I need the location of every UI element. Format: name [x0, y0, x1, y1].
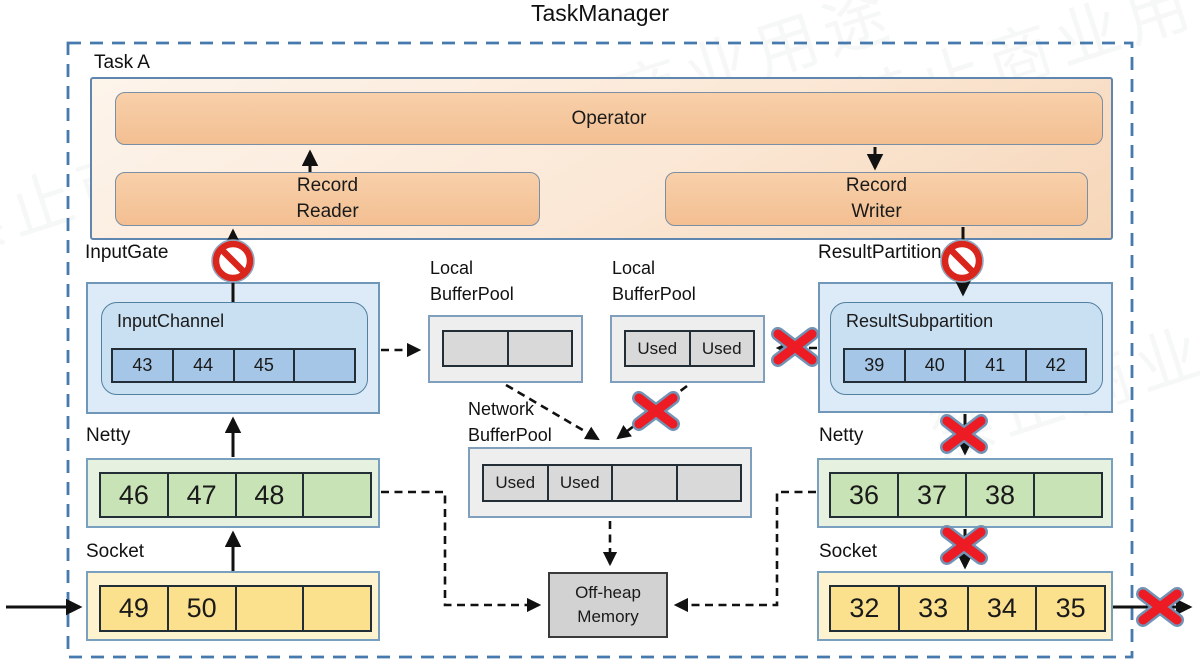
- buffer-cell: 43: [111, 348, 174, 383]
- buffer-cell: 50: [168, 585, 237, 632]
- buffer-cell: 46: [99, 472, 169, 518]
- buffer-cell: [613, 464, 678, 502]
- label-line1: Network: [468, 399, 535, 419]
- netty-right-label: Netty: [819, 425, 864, 446]
- buffer-cell: 32: [829, 585, 900, 632]
- buffer-cell: 44: [173, 348, 235, 383]
- page-title: TaskManager: [530, 0, 670, 26]
- task-a-label: Task A: [94, 52, 150, 73]
- socket-right-label: Socket: [819, 541, 878, 562]
- buffer-cell: 48: [236, 472, 305, 518]
- buffer-cell: 49: [99, 585, 169, 632]
- buffer-cell: 39: [843, 348, 906, 383]
- label-line1: Local: [430, 258, 474, 278]
- buffer-cell: Used: [482, 464, 549, 502]
- buffer-cell: [236, 585, 305, 632]
- buffer-cell: [442, 330, 509, 367]
- record-writer-label-line1: Record: [845, 175, 908, 196]
- socket-left-label: Socket: [86, 541, 145, 562]
- network-buffer-pool-label: Network BufferPool: [468, 396, 552, 448]
- buffer-cell: 40: [905, 348, 966, 383]
- offheap-label-line1: Off-heap: [575, 583, 641, 602]
- buffer-cell: 33: [899, 585, 969, 632]
- record-reader-box: Record Reader: [115, 172, 540, 226]
- buffer-cell: 42: [1026, 348, 1087, 383]
- dashed-localpool-right-to-networkpool: [616, 384, 688, 440]
- record-reader-label-line2: Reader: [296, 201, 359, 222]
- buffer-cell: Used: [690, 330, 755, 367]
- label-line2: BufferPool: [612, 284, 696, 304]
- buffer-cell: 37: [899, 472, 967, 518]
- record-reader-label-line1: Record: [296, 175, 359, 196]
- netty-left-label: Netty: [86, 425, 131, 446]
- operator-box: Operator: [115, 92, 1103, 145]
- local-buffer-pool-left-row: [442, 330, 573, 367]
- blocked-x-icon: [947, 421, 981, 447]
- socket-left-row: 49 50: [99, 585, 372, 632]
- local-buffer-pool-right-label: Local BufferPool: [612, 255, 696, 307]
- label-line2: BufferPool: [468, 425, 552, 445]
- socket-right-row: 32 33 34 35: [829, 585, 1106, 632]
- blocked-x-icon: [778, 334, 812, 360]
- record-writer-label-line2: Writer: [851, 201, 902, 222]
- netty-left-row: 46 47 48: [99, 472, 372, 518]
- offheap-label-line2: Memory: [577, 607, 639, 626]
- no-entry-icon: [941, 240, 983, 282]
- buffer-cell: [304, 585, 372, 632]
- buffer-cell: 34: [968, 585, 1038, 632]
- buffer-cell: [508, 330, 573, 367]
- blocked-x-icon: [947, 532, 981, 558]
- no-entry-icon: [212, 240, 254, 282]
- blocked-x-icon: [1143, 594, 1177, 620]
- network-buffer-pool-row: Used Used: [482, 464, 742, 502]
- label-line1: Local: [612, 258, 656, 278]
- input-gate-label: InputGate: [85, 242, 169, 263]
- buffer-cell: 45: [234, 348, 296, 383]
- buffer-cell: [677, 464, 742, 502]
- buffer-cell: 38: [967, 472, 1035, 518]
- buffer-cell: Used: [624, 330, 691, 367]
- buffer-cell: 36: [829, 472, 899, 518]
- buffer-cell: 47: [168, 472, 237, 518]
- record-writer-box: Record Writer: [665, 172, 1088, 226]
- buffer-cell: [304, 472, 372, 518]
- netty-right-row: 36 37 38: [829, 472, 1103, 518]
- buffer-cell: [1035, 472, 1103, 518]
- result-subpartition-buffer-row: 39 40 41 42: [843, 348, 1087, 383]
- label-line2: BufferPool: [430, 284, 514, 304]
- input-channel-label: InputChannel: [117, 311, 225, 331]
- buffer-cell: 41: [966, 348, 1027, 383]
- offheap-memory-box: Off-heap Memory: [548, 572, 668, 638]
- local-buffer-pool-right-row: Used Used: [624, 330, 755, 367]
- result-subpartition-label: ResultSubpartition: [846, 311, 994, 331]
- result-partition-label: ResultPartition: [818, 242, 942, 263]
- buffer-cell: 35: [1037, 585, 1106, 632]
- operator-label: Operator: [571, 107, 647, 129]
- buffer-cell: [295, 348, 356, 383]
- blocked-x-icon: [639, 398, 673, 424]
- local-buffer-pool-left-label: Local BufferPool: [430, 255, 514, 307]
- buffer-cell: Used: [548, 464, 613, 502]
- input-channel-buffer-row: 43 44 45: [111, 348, 356, 383]
